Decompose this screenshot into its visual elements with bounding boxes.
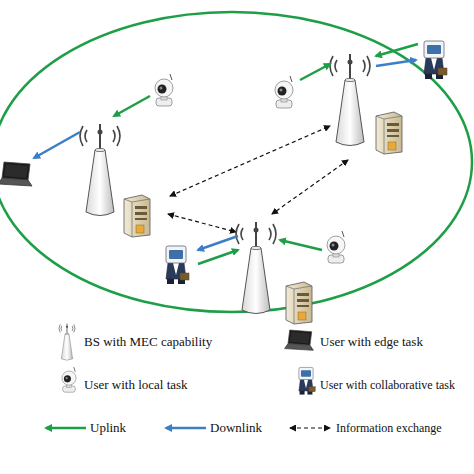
coverage-ellipse xyxy=(0,12,472,312)
info-exchange-line xyxy=(170,126,330,196)
legend-bs-sample xyxy=(59,324,75,361)
info-exchange-line xyxy=(168,214,236,232)
local-user-icon xyxy=(327,231,345,263)
uplink-arrow xyxy=(198,250,238,264)
mec-server-icon xyxy=(124,195,150,237)
downlink-arrow xyxy=(198,236,238,250)
base-station-icon xyxy=(236,222,276,314)
legend-text: Uplink xyxy=(90,420,126,436)
info-exchange-line xyxy=(272,160,348,214)
local-user-icon xyxy=(275,76,293,108)
edge-user-icon xyxy=(0,162,32,186)
legend-uplink-sample xyxy=(46,427,86,430)
local-user-icon xyxy=(155,74,173,106)
legend-text: Downlink xyxy=(210,420,262,436)
collaborative-user-icon xyxy=(424,41,447,79)
downlink-arrow xyxy=(34,132,80,158)
uplink-arrow xyxy=(300,64,330,80)
legend-text: User with collaborative task xyxy=(320,377,455,393)
base-station-icon xyxy=(80,124,120,216)
legend-text: User with local task xyxy=(84,377,188,393)
legend-collab-sample xyxy=(299,367,315,394)
collaborative-user-icon xyxy=(166,246,189,284)
mec-server-icon xyxy=(376,112,402,154)
legend-text: Information exchange xyxy=(336,420,442,436)
legend-local-sample xyxy=(62,367,76,392)
mec-server-icon xyxy=(286,282,312,324)
legend-downlink-sample xyxy=(166,427,206,430)
legend-edge-sample xyxy=(285,330,314,350)
uplink-arrow xyxy=(376,44,418,56)
legend-info-sample xyxy=(290,427,330,428)
base-station-icon xyxy=(330,54,370,146)
legend-text: User with edge task xyxy=(320,334,423,350)
downlink-arrow xyxy=(376,60,416,66)
uplink-arrow xyxy=(114,96,150,116)
uplink-arrow xyxy=(280,240,322,250)
legend-text: BS with MEC capability xyxy=(84,334,212,350)
